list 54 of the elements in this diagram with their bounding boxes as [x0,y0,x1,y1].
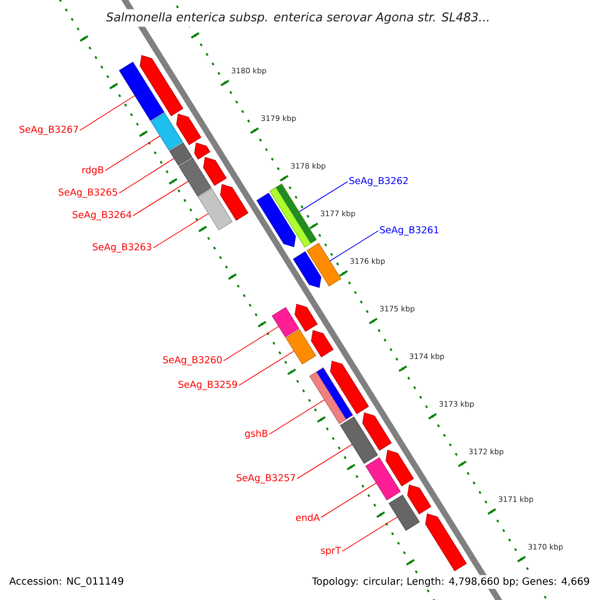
gene-block [306,242,342,286]
leader-line [238,350,294,386]
gene-label: SeAg_B3265 [58,188,118,198]
pointed-gene-block [311,330,334,358]
gene-block [365,457,401,500]
pointed-gene-block [386,450,414,486]
gene-label: SeAg_B3264 [72,211,132,220]
footer-text: Topology: circular; Length: 4,798,660 bp; Genes: 4,669 [310,575,592,589]
footer-text: Accession: NC_011149 [8,576,125,588]
leader-line [118,158,174,194]
gene-block [169,142,192,166]
gene-label: SeAg_B3259 [178,380,238,390]
leader-line [132,180,189,216]
leader-line [342,516,398,552]
pointed-gene-block [425,513,467,572]
pointed-gene-block [362,412,392,451]
gene-block [272,307,300,338]
leader-line [296,444,353,480]
gene-block [178,158,212,196]
pointed-gene-block [220,184,248,221]
leader-line [329,230,379,262]
gene-block [119,62,164,121]
pointed-gene-block [194,142,210,160]
leader-line [320,482,377,518]
leader-line [152,213,209,248]
gene-label: SeAg_B3257 [236,474,296,484]
leader-line [298,181,348,212]
gene-label: SeAg_B3260 [163,356,222,366]
gene-label: gshB [245,430,268,439]
pointed-gene-block [407,484,432,514]
pointed-gene-block [140,55,184,116]
pointed-gene-block [293,251,322,288]
pointed-gene-block [294,304,318,332]
pointed-gene-block [203,157,227,186]
pointed-gene-block [176,114,202,146]
gene-block [388,494,420,531]
gene-block [150,112,183,151]
leader-line [104,135,160,172]
gene-block [286,329,316,364]
leader-line [223,326,280,362]
leader-line [268,399,325,435]
gene-label: rdgB [82,166,104,176]
gene-label: SeAg_B3267 [20,126,78,135]
pointed-gene-block [330,360,369,414]
gene-label: SeAg_B3261 [380,226,438,236]
pointed-gene-block [256,192,296,248]
gene-label: SeAg_B3263 [92,243,152,253]
gene-block [340,416,378,464]
gene-block [198,188,233,230]
title: Salmonella enterica subsp. enterica serovar Agona str. SL483... [103,9,493,27]
gene-label: sprT [320,546,342,556]
gene-label: endA [296,514,320,522]
leader-line [80,95,136,131]
gene-label: SeAg_B3262 [349,176,408,186]
